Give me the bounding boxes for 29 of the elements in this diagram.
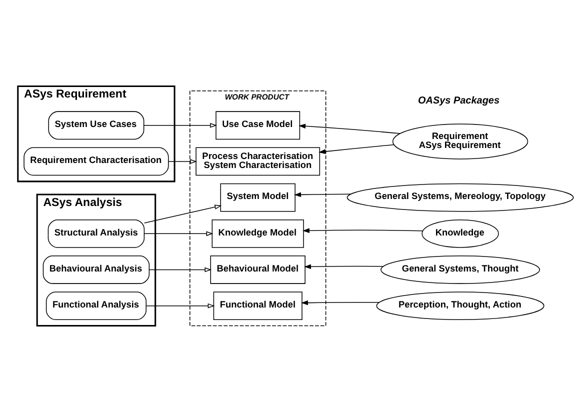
arrow [304,264,384,269]
node-box: Use Case Model [216,110,300,140]
arrow [149,266,212,272]
node-ellipse: General Systems, Thought [380,255,540,284]
arrow [168,158,197,164]
node-ellipse: Requirement ASys Requirement [392,123,528,159]
node-box: System Use Cases [48,110,144,140]
node-box: System Model [220,182,296,212]
node-box: Behavioural Analysis [42,255,150,284]
node-box: Requirement Characterisation [24,146,169,176]
node-ellipse: General Systems, Mereology, Topology [346,182,574,212]
arrow [144,230,214,236]
node-ellipse: Knowledge [422,218,499,248]
label: OASys Packages [418,94,500,106]
arrow [146,302,215,308]
arrow [301,300,380,305]
arrow [298,123,401,134]
arrow [302,228,424,233]
arrow [318,144,394,154]
node-box: Behavioural Model [210,255,306,284]
arrow [294,192,352,197]
arrow [144,122,217,128]
node-box: Functional Model [213,291,302,320]
node-box: Functional Analysis [46,291,146,320]
arrow [144,204,222,223]
node-box: Knowledge Model [212,218,304,248]
node-ellipse: Perception, Thought, Action [376,291,544,320]
node-box: Structural Analysis [48,218,145,248]
node-box: Process Characterisation System Characterisation [196,146,320,176]
